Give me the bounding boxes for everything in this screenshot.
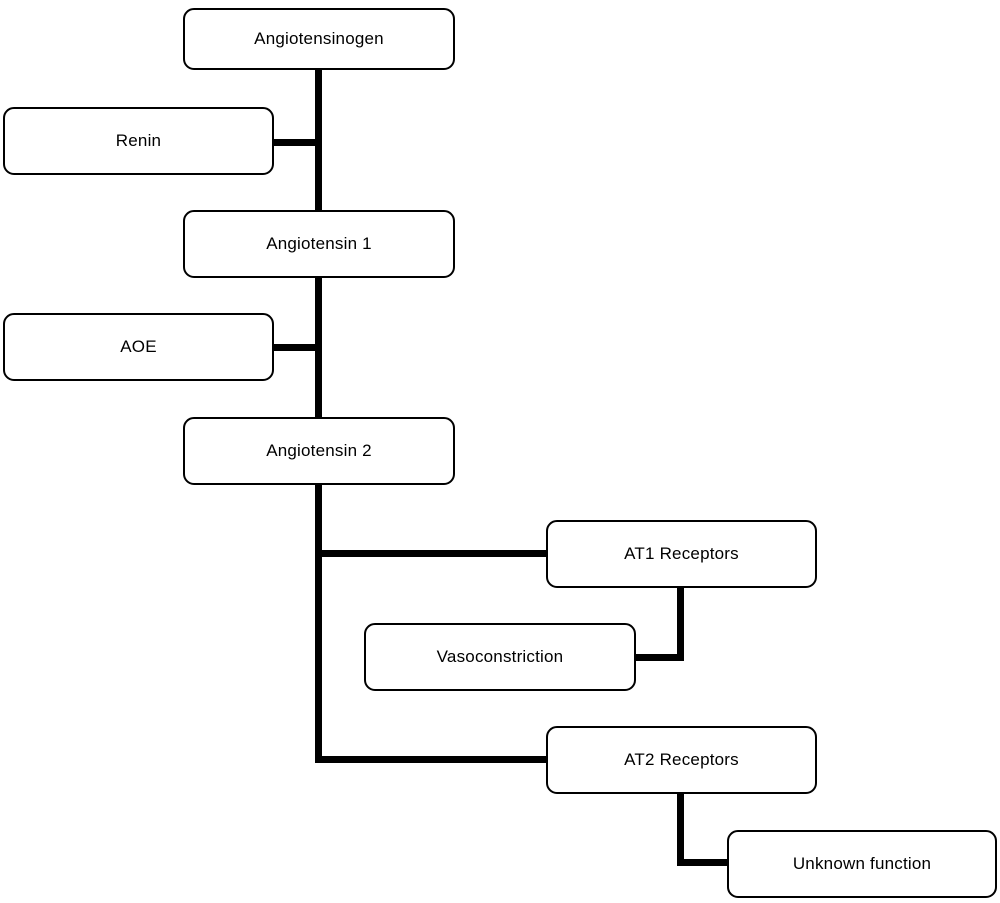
node-aoe: AOE [3,313,274,381]
connector-angiotensin1-to-angiotensin2 [315,278,322,417]
node-renin-label: Renin [115,131,162,150]
connector-to-vasoconstriction [634,654,684,661]
connector-to-at1-receptors [318,550,546,557]
connector-angiotensin2-spine [315,485,322,763]
node-vasoconstriction: Vasoconstriction [364,623,636,691]
node-angiotensinogen: Angiotensinogen [183,8,455,70]
connector-aoe-branch [274,344,318,351]
connector-to-at2-receptors [318,756,546,763]
connector-at1-down [677,588,684,661]
node-at2-receptors: AT2 Receptors [546,726,817,794]
node-angiotensin-1: Angiotensin 1 [183,210,455,278]
node-angiotensin-2-label: Angiotensin 2 [266,441,372,460]
node-unknown-function-label: Unknown function [792,854,932,873]
connector-at2-down [677,794,684,866]
connector-to-unknown-function [680,859,727,866]
connector-renin-branch [274,139,318,146]
node-angiotensinogen-label: Angiotensinogen [254,29,384,48]
node-aoe-label: AOE [120,337,157,356]
connector-angiotensinogen-to-angiotensin1 [315,70,322,210]
node-vasoconstriction-label: Vasoconstriction [436,647,564,666]
node-at1-receptors-label: AT1 Receptors [624,544,739,563]
node-angiotensin-1-label: Angiotensin 1 [266,234,372,253]
node-unknown-function: Unknown function [727,830,997,898]
node-renin: Renin [3,107,274,175]
node-angiotensin-2: Angiotensin 2 [183,417,455,485]
node-at1-receptors: AT1 Receptors [546,520,817,588]
node-at2-receptors-label: AT2 Receptors [624,750,739,769]
